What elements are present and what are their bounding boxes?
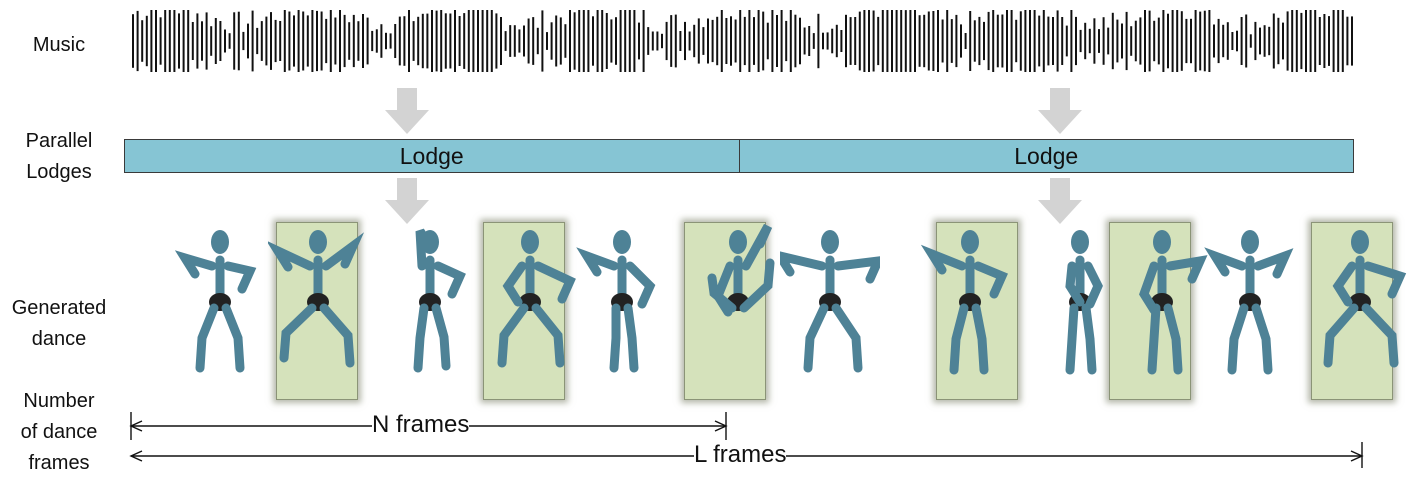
down-arrow-icon: [1038, 178, 1082, 224]
dance-figure: [174, 230, 257, 373]
down-arrow-icon: [385, 88, 429, 134]
parallel-lodges-label: Parallel Lodges: [25, 130, 93, 183]
dance-figure: [707, 223, 775, 317]
music-waveform: [132, 10, 1353, 72]
lodge-segment: Lodge: [738, 140, 1354, 172]
dance-figure: [920, 230, 1008, 375]
number-of-frames-label: Number of dance frames: [20, 390, 98, 474]
dance-figure: [1139, 230, 1208, 375]
dance-figure: [1323, 230, 1407, 368]
dance-figure: [497, 230, 576, 368]
parallel-lodges-bar: Lodge Lodge: [124, 139, 1354, 173]
l-frames-label: L frames: [694, 441, 787, 469]
down-arrow-icon: [1038, 88, 1082, 134]
dance-figure: [780, 230, 880, 373]
dance-figure: [268, 230, 365, 368]
music-label: Music: [32, 34, 86, 56]
dance-figure: [1065, 230, 1103, 375]
dance-figure: [576, 230, 656, 373]
lodge-segment: Lodge: [399, 142, 464, 169]
down-arrow-icon: [385, 178, 429, 224]
dance-figure: [1204, 230, 1294, 375]
n-frames-label: N frames: [372, 411, 470, 439]
dance-figure: [413, 228, 466, 373]
generated-dance-label: Generated dance: [11, 297, 107, 350]
